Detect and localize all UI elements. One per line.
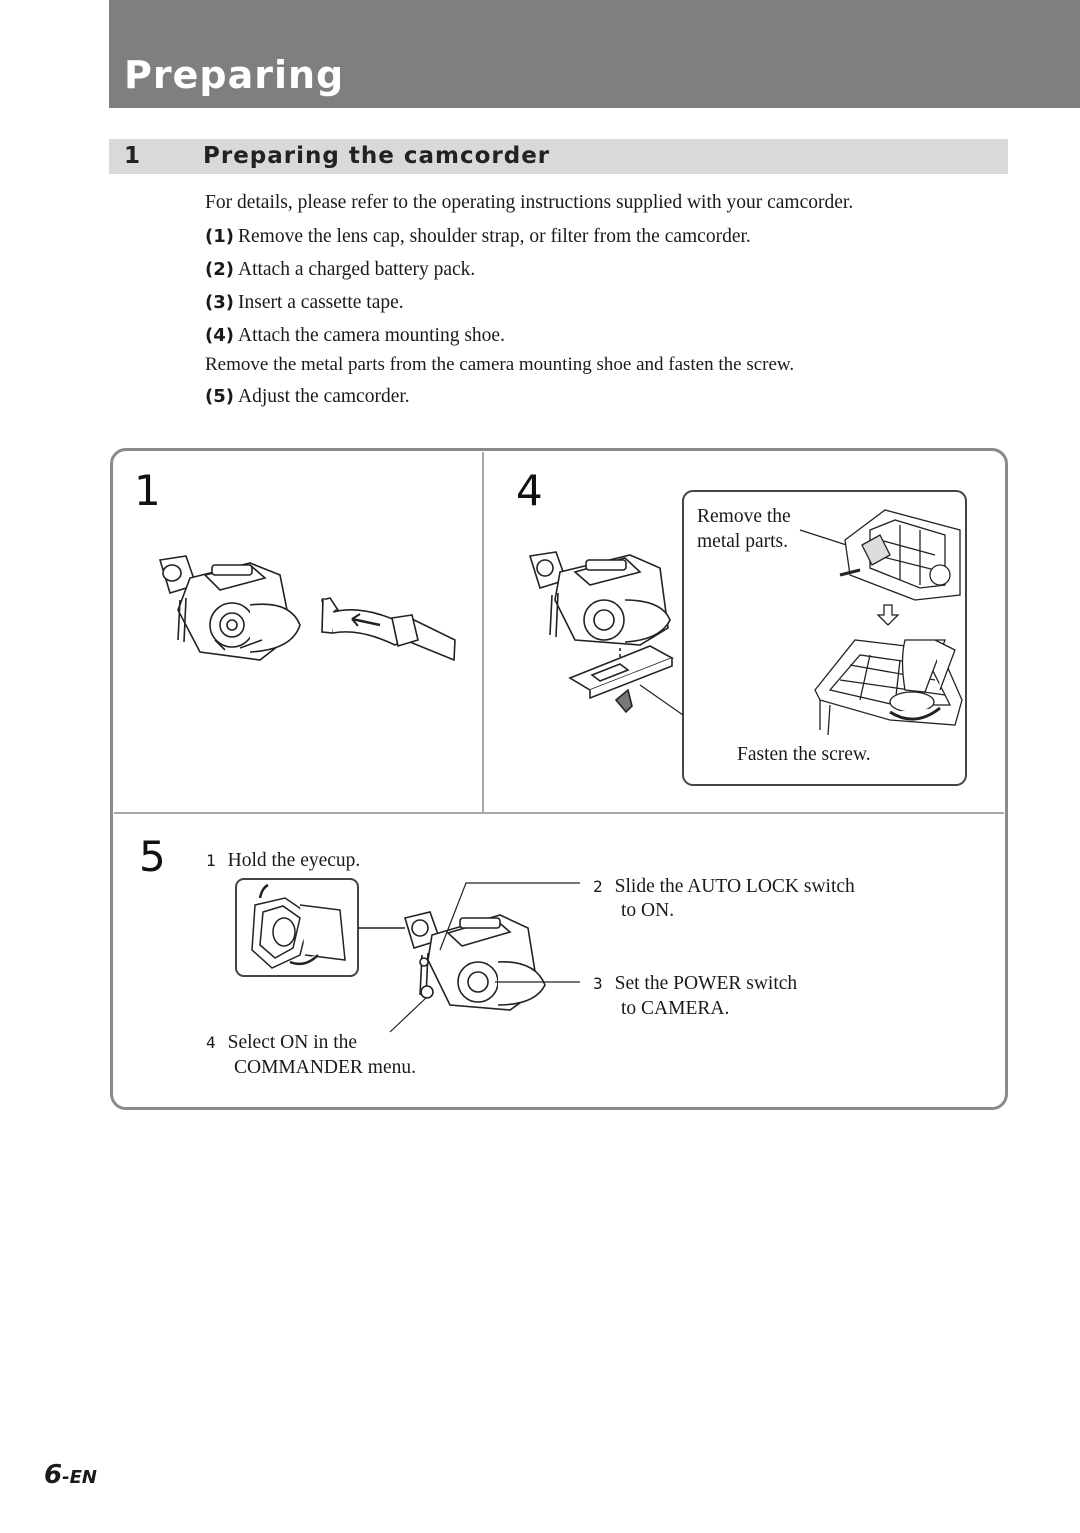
- panel-number-4: 4: [516, 466, 543, 515]
- step-item: (3)Insert a cassette tape.: [205, 291, 404, 315]
- callout-remove-line1: Remove the: [697, 506, 791, 527]
- callout-text: Hold the eyecup.: [227, 850, 361, 871]
- page-number: 6-EN: [44, 1462, 97, 1488]
- panel-number-5: 5: [139, 832, 166, 881]
- callout-power-switch-line2: to CAMERA.: [621, 998, 730, 1019]
- panel-number-1: 1: [134, 466, 161, 515]
- camcorder-with-shoe-icon: [528, 551, 674, 714]
- callout-text: Slide the AUTO LOCK switch: [614, 876, 855, 897]
- illustration-frame: [110, 448, 1008, 1110]
- step-number: (4): [205, 325, 234, 346]
- step-number: (1): [205, 226, 234, 247]
- step-number: (3): [205, 292, 234, 313]
- camcorder-adjust-icon: [403, 911, 546, 1011]
- step-number: (5): [205, 386, 234, 407]
- step-item: (5)Adjust the camcorder.: [205, 385, 410, 409]
- shoe-parts-icon: [839, 509, 961, 626]
- step-text: Adjust the camcorder.: [237, 386, 410, 407]
- section-number: 1: [124, 143, 141, 169]
- callout-number: 3: [593, 974, 603, 993]
- shoulder-strap-icon: [321, 597, 456, 662]
- section-heading-bar: [109, 139, 1008, 174]
- callout-text: Set the POWER switch: [614, 973, 798, 994]
- adjust-leader-lines: [389, 882, 580, 1033]
- step-item: (4)Attach the camera mounting shoe.: [205, 324, 505, 348]
- step-item: (1)Remove the lens cap, shoulder strap, …: [205, 225, 751, 249]
- callout-text: Select ON in the: [227, 1032, 358, 1053]
- callout-commander: 4 Select ON in the: [206, 1030, 357, 1055]
- step-text: Remove the lens cap, shoulder strap, or …: [237, 226, 751, 247]
- step-item: (2)Attach a charged battery pack.: [205, 258, 475, 282]
- step-text: Attach a charged battery pack.: [237, 259, 476, 280]
- callout-commander-line2: COMMANDER menu.: [234, 1057, 417, 1078]
- callout-power-switch: 3 Set the POWER switch: [593, 971, 797, 996]
- page-number-suffix: -EN: [62, 1467, 97, 1488]
- step4-note: Remove the metal parts from the camera m…: [205, 354, 795, 375]
- callout-hold-eyecup: 1 Hold the eyecup.: [206, 848, 360, 873]
- callout-auto-lock: 2 Slide the AUTO LOCK switch: [593, 874, 855, 899]
- screw-fasten-icon: [814, 639, 963, 736]
- step-text: Attach the camera mounting shoe.: [237, 325, 505, 346]
- callout-auto-lock-line2: to ON.: [621, 900, 675, 921]
- callout-fasten: Fasten the screw.: [737, 744, 871, 765]
- page-number-value: 6: [44, 1460, 63, 1490]
- step-text: Insert a cassette tape.: [237, 292, 404, 313]
- title-band: [109, 0, 1080, 108]
- page-title: Preparing: [124, 53, 345, 97]
- camcorder-icon: [158, 555, 301, 661]
- callout-number: 1: [206, 851, 216, 870]
- step-number: (2): [205, 259, 234, 280]
- callout-remove-line2: metal parts.: [697, 531, 788, 552]
- intro-text: For details, please refer to the operati…: [205, 192, 854, 213]
- callout-number: 2: [593, 877, 603, 896]
- eyecup-detail-icon: [235, 878, 405, 977]
- section-title: Preparing the camcorder: [203, 143, 551, 169]
- callout-number: 4: [206, 1033, 216, 1052]
